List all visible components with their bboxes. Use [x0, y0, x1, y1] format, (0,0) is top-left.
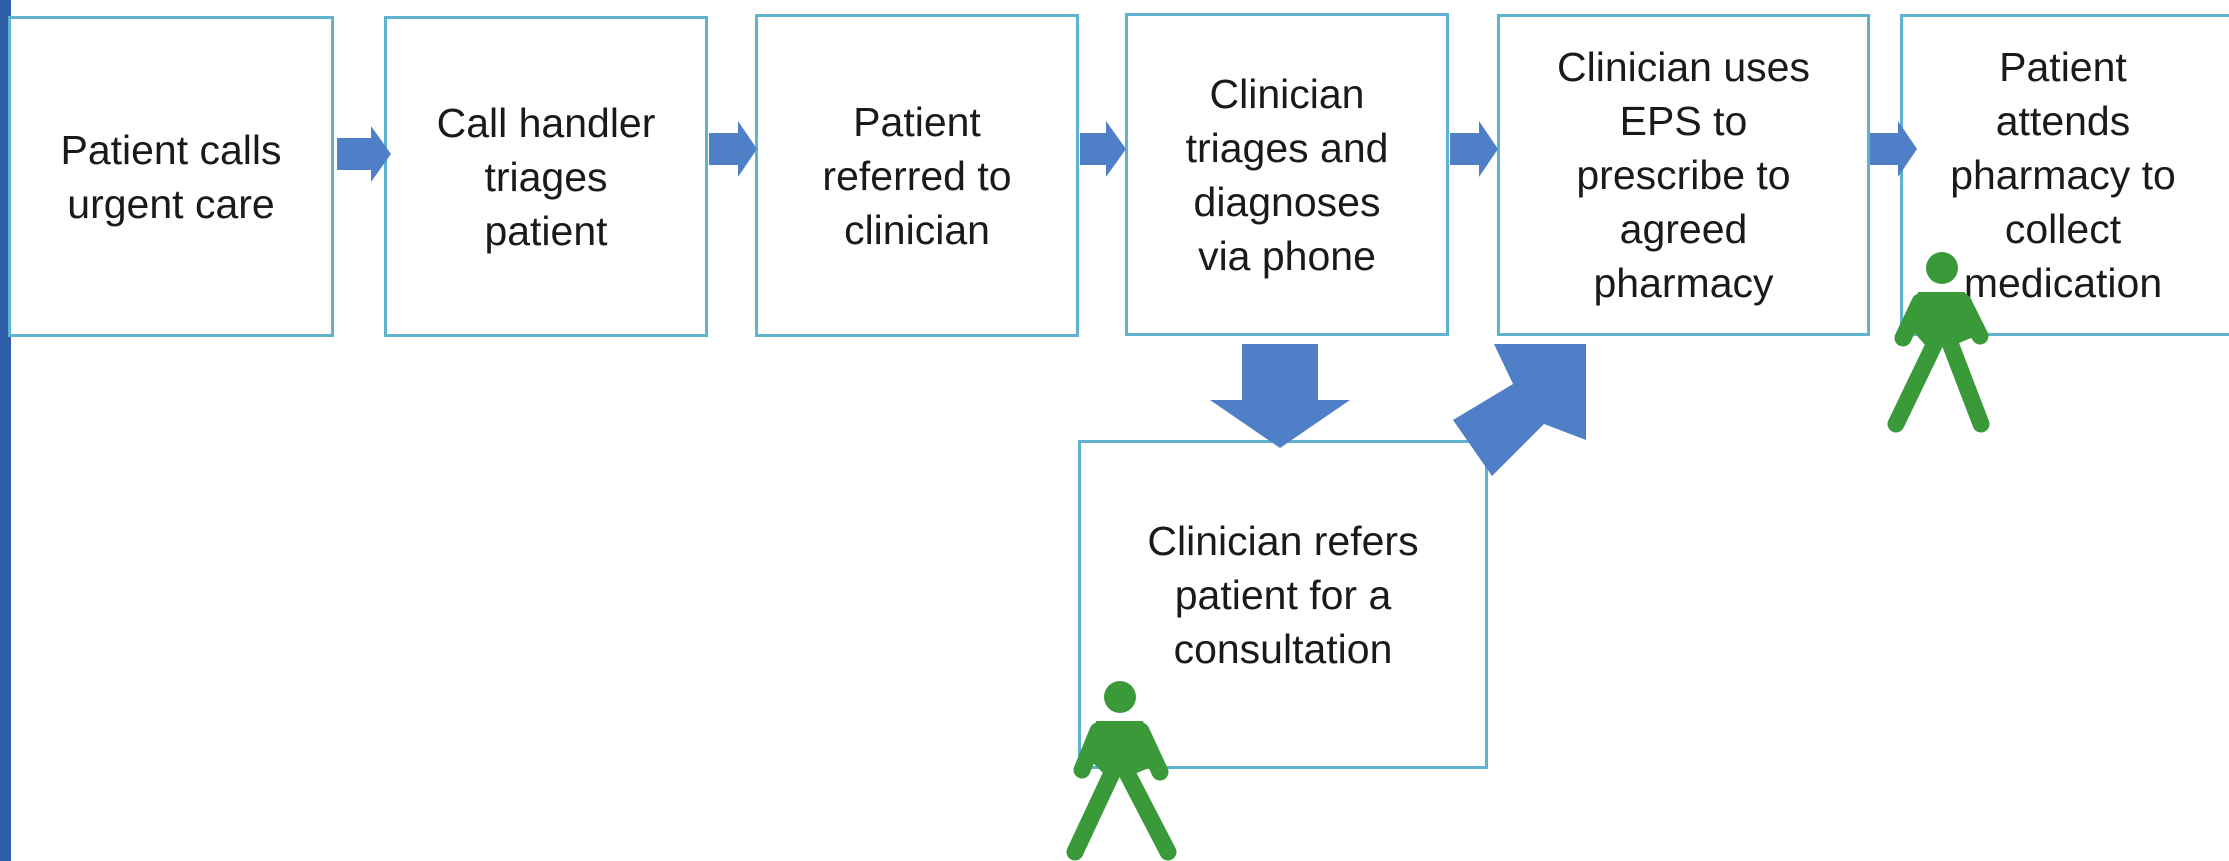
step-text-call-handler-triages: Call handler triages patient [436, 99, 656, 254]
step-box-patient-attends-pharmacy: Patient attends pharmacy to collect medi… [1900, 14, 2229, 336]
right-arrow-icon [709, 121, 757, 177]
step-text-clinician-triages: Clinician triages and diagnoses via phon… [1185, 70, 1389, 279]
step-box-patient-referred: Patient referred to clinician [755, 14, 1079, 337]
left-accent-bar [0, 0, 11, 861]
step-box-clinician-triages: Clinician triages and diagnoses via phon… [1125, 13, 1449, 336]
step-text-clinician-refers-consultation: Clinician refers patient for a consultat… [1147, 517, 1419, 672]
step-box-call-handler-triages: Call handler triages patient [384, 16, 708, 337]
step-text-patient-referred: Patient referred to clinician [822, 98, 1012, 253]
step-box-clinician-refers-consultation: Clinician refers patient for a consultat… [1078, 440, 1488, 769]
walking-person-icon [1066, 681, 1177, 861]
step-text-patient-calls: Patient calls urgent care [60, 126, 282, 227]
down-arrow-icon [1210, 344, 1350, 448]
walking-person-icon [1887, 252, 1990, 433]
right-arrow-icon [1080, 121, 1126, 177]
step-text-patient-attends-pharmacy: Patient attends pharmacy to collect medi… [1950, 44, 2176, 306]
step-box-clinician-uses-eps: Clinician uses EPS to prescribe to agree… [1497, 14, 1870, 336]
step-box-patient-calls: Patient calls urgent care [8, 16, 334, 337]
right-arrow-icon [1450, 121, 1498, 177]
right-arrow-icon [1870, 121, 1917, 177]
step-text-clinician-uses-eps: Clinician uses EPS to prescribe to agree… [1557, 44, 1810, 306]
diagonal-up-right-arrow-icon [1453, 344, 1586, 476]
right-arrow-icon [337, 126, 391, 182]
